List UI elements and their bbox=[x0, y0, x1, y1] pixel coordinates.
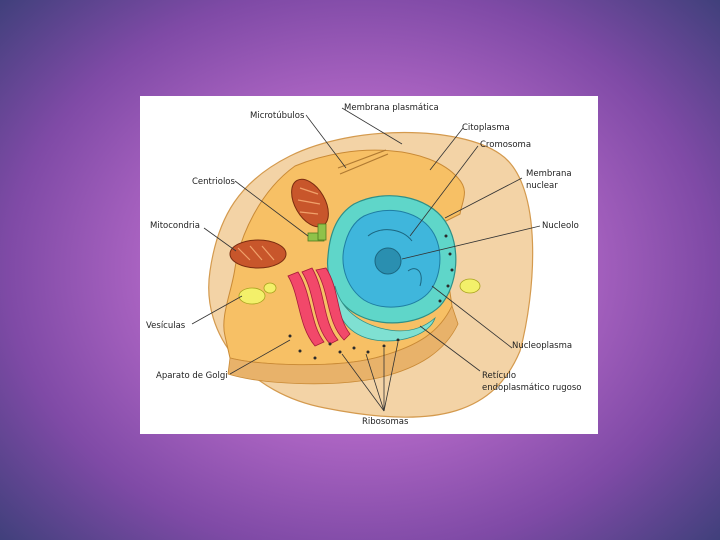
label-membrana-nuclear-1: Membrana bbox=[526, 169, 572, 179]
golgi-apparatus bbox=[287, 267, 351, 347]
mitochondria bbox=[229, 178, 329, 269]
centrioles bbox=[307, 223, 327, 242]
cell-diagram: Microtúbulos Membrana plasmática Citopla… bbox=[146, 103, 581, 427]
label-nucleoplasma: Nucleoplasma bbox=[512, 341, 572, 351]
rough-er bbox=[334, 285, 436, 342]
label-reticulo-1: Retículo bbox=[482, 371, 516, 381]
label-reticulo-2: endoplasmático rugoso bbox=[482, 383, 581, 393]
label-cromosoma: Cromosoma bbox=[480, 140, 531, 150]
label-vesiculas: Vesículas bbox=[146, 321, 186, 331]
ribosomes bbox=[288, 234, 454, 360]
label-microtubulos: Microtúbulos bbox=[250, 111, 305, 121]
cell-cut-face bbox=[227, 304, 459, 385]
cell-diagram-image: Microtúbulos Membrana plasmática Citopla… bbox=[140, 96, 598, 434]
label-membrana-plasmatica: Membrana plasmática bbox=[344, 103, 439, 113]
label-mitocondria: Mitocondria bbox=[150, 221, 200, 231]
label-centriolos: Centriolos bbox=[192, 177, 236, 187]
label-citoplasma: Citoplasma bbox=[462, 123, 510, 133]
leader-lines bbox=[191, 107, 541, 412]
label-ribosomas: Ribosomas bbox=[362, 417, 409, 427]
chromosome bbox=[367, 229, 422, 287]
label-membrana-nuclear-2: nuclear bbox=[526, 181, 558, 191]
label-aparato-golgi: Aparato de Golgi bbox=[156, 371, 228, 381]
vesicles bbox=[238, 278, 481, 305]
label-nucleolo: Nucleolo bbox=[542, 221, 579, 231]
microtubules bbox=[337, 149, 389, 175]
nucleolus bbox=[374, 247, 402, 275]
